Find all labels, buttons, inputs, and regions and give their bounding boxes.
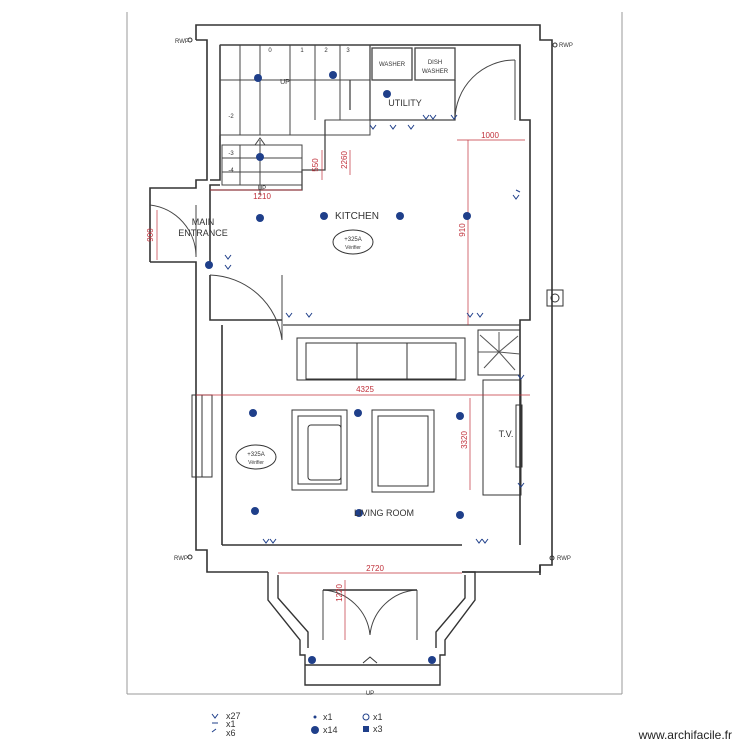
legend-spot-count: x14	[323, 725, 338, 735]
watermark: www.archifacile.fr	[638, 728, 732, 742]
dim-2260: 2260	[340, 151, 349, 169]
rwp-bottom-left: RWP	[174, 556, 188, 562]
spot	[329, 71, 337, 79]
spot	[383, 90, 391, 98]
spot	[308, 656, 316, 664]
kitchen-walls	[210, 45, 520, 326]
room-label-main-entrance-2: ENTRANCE	[178, 228, 228, 238]
legend-switch-count: x1	[226, 719, 236, 729]
step-3: 3	[346, 48, 350, 54]
spot	[320, 212, 328, 220]
dim-550: 550	[311, 158, 320, 172]
spot	[396, 212, 404, 220]
spot	[256, 153, 264, 161]
dim-3320: 3320	[460, 431, 469, 449]
spot	[249, 409, 257, 417]
dim-1220: 1220	[335, 584, 344, 602]
appliance-washer: WASHER	[379, 62, 406, 68]
tv-unit	[482, 379, 522, 496]
step-minus-4: -4	[228, 168, 234, 174]
appliance-dish-1: DISH	[428, 60, 442, 66]
spot	[463, 212, 471, 220]
spot	[355, 509, 363, 517]
socket-icon	[211, 728, 217, 733]
doors	[149, 59, 516, 640]
dim-910: 910	[458, 223, 467, 237]
legend-socket-count: x6	[226, 728, 236, 738]
spot	[354, 409, 362, 417]
note-bubbles	[235, 229, 374, 470]
legend-detector-count: x1	[373, 712, 383, 722]
dim-1000: 1000	[481, 131, 499, 140]
detector-icon	[362, 713, 370, 721]
outer-walls	[149, 24, 553, 575]
spot	[254, 74, 262, 82]
rwp-bottom-right: RWP	[557, 556, 571, 562]
page-frame	[126, 12, 623, 695]
note-living-2: Vérifier	[248, 460, 264, 466]
spot	[256, 214, 264, 222]
legend: x27 x1 x6 x1 x14 x1 x3	[211, 711, 383, 738]
socket-marks	[224, 114, 525, 544]
rwp-top-left: RWP	[175, 39, 189, 45]
coffee-table	[371, 409, 435, 493]
step-2: 2	[324, 48, 328, 54]
spot-icon	[311, 726, 319, 734]
rwp-top-right: RWP	[559, 43, 573, 49]
small-point-icon	[313, 715, 317, 719]
room-label-kitchen: KITCHEN	[335, 211, 379, 222]
stair-up-upper: UP	[280, 79, 290, 86]
room-label-living-room: LIVING ROOM	[354, 508, 414, 518]
room-label-main-entrance-1: MAIN	[192, 217, 215, 227]
note-kitchen-1: +325A	[344, 237, 362, 243]
sofa	[296, 337, 466, 381]
spot	[205, 261, 213, 269]
step-0: 0	[268, 48, 272, 54]
legend-bulb-count: x3	[373, 724, 383, 734]
stair-up-entry: UP	[366, 691, 374, 697]
fixtures	[187, 37, 564, 664]
ceiling-spots	[205, 71, 471, 664]
furniture	[191, 329, 523, 496]
legend-small-count: x1	[323, 712, 333, 722]
spot	[456, 412, 464, 420]
room-label-tv: T.V.	[499, 429, 514, 439]
armchair	[291, 409, 348, 491]
stairs	[219, 44, 371, 195]
note-living-1: +325A	[247, 452, 265, 458]
note-kitchen-2: Vérifier	[345, 245, 361, 251]
spot	[456, 511, 464, 519]
bulb-icon	[363, 726, 369, 732]
bay-porch	[267, 571, 476, 686]
stair-up-lower: UP	[258, 186, 266, 192]
spot	[428, 656, 436, 664]
dimension-lines	[156, 139, 530, 640]
dim-900: 900	[146, 228, 155, 242]
step-1: 1	[300, 48, 304, 54]
dim-2720: 2720	[366, 564, 384, 573]
step-minus-2: -2	[228, 114, 234, 120]
legend-downlight-count: x27	[226, 711, 241, 721]
downlight-icon	[211, 713, 219, 719]
dim-4325: 4325	[356, 385, 374, 394]
spot	[251, 507, 259, 515]
step-minus-3: -3	[228, 151, 234, 157]
dim-1210: 1210	[253, 192, 271, 201]
room-label-utility: UTILITY	[388, 98, 422, 108]
appliance-dish-2: WASHER	[422, 69, 449, 75]
